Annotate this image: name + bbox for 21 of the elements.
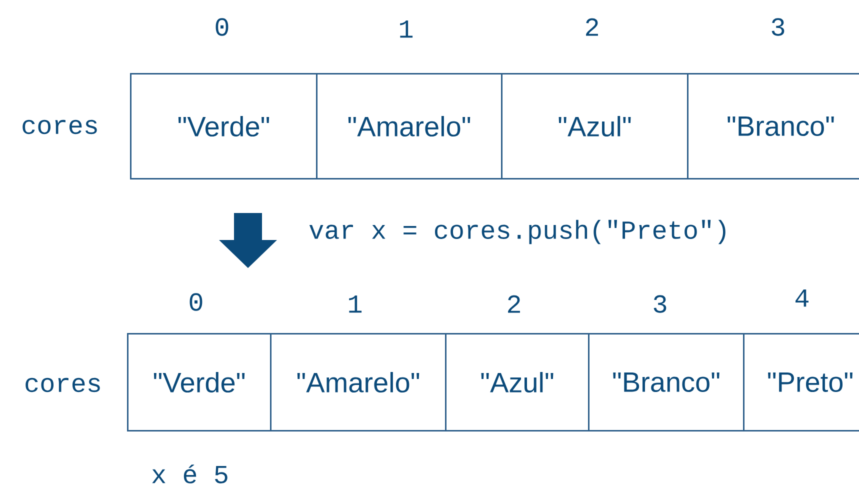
- index-number: 2: [586, 18, 598, 36]
- index-number: 3: [772, 18, 784, 36]
- array-cell: "Azul": [445, 333, 590, 432]
- array-cell: "Verde": [127, 333, 272, 432]
- index-number: 1: [400, 20, 413, 38]
- index-number: 3: [654, 295, 666, 313]
- array-cell: "Amarelo": [270, 333, 446, 432]
- result-text: x é 5: [152, 464, 228, 484]
- array-cell: "Verde": [130, 73, 318, 180]
- array-cell: "Azul": [501, 73, 688, 180]
- index-number: 4: [796, 289, 808, 307]
- index-number: 2: [508, 295, 520, 313]
- code-text: var x = cores.push("Preto"): [309, 220, 726, 244]
- array-cell: "Amarelo": [316, 73, 502, 180]
- array-cell: "Branco": [588, 333, 744, 432]
- array-cell: "Preto": [743, 333, 859, 432]
- array-name: cores: [22, 120, 97, 134]
- array-cell: "Branco": [687, 73, 859, 180]
- index-number: 0: [216, 18, 228, 36]
- array-name: cores: [26, 378, 100, 392]
- index-number: 0: [190, 293, 202, 311]
